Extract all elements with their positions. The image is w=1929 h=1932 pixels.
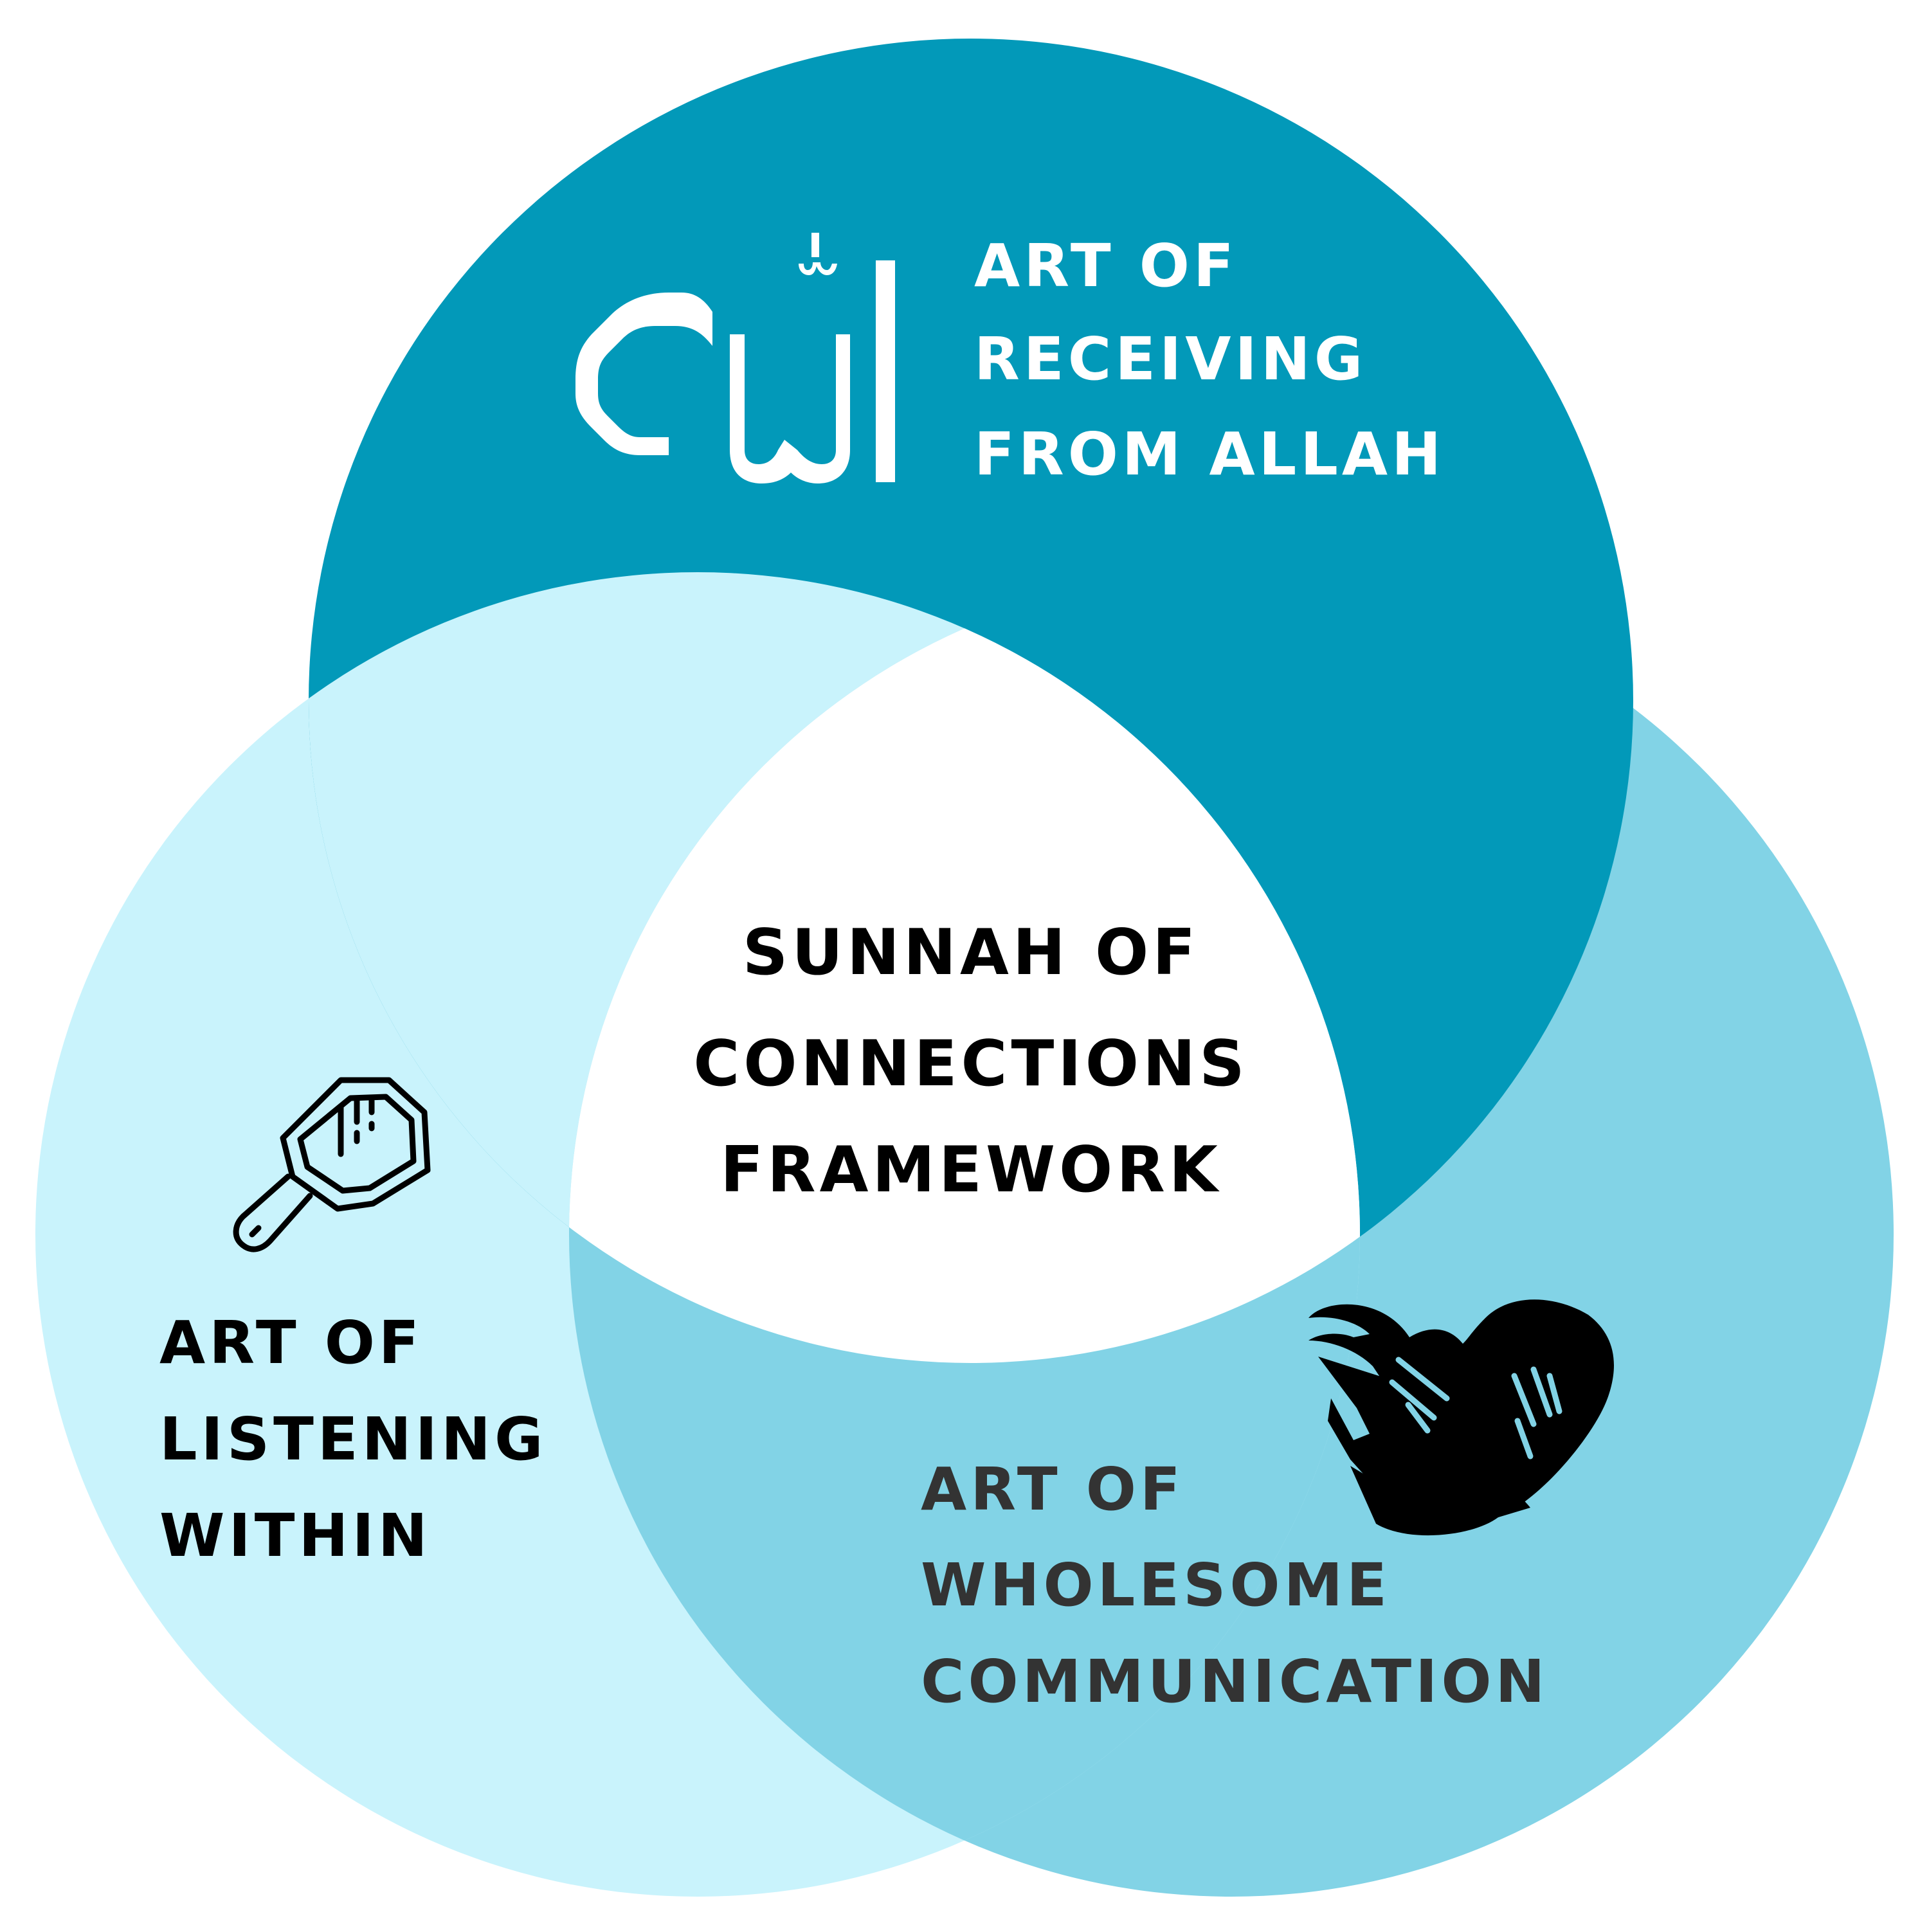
label-listening-within: ART OF LISTENING WITHIN	[159, 1308, 547, 1570]
right-label-line1: ART OF	[921, 1455, 1184, 1524]
center-label-line1: SUNNAH OF	[743, 916, 1199, 989]
hand-mirror-icon	[233, 1077, 431, 1252]
right-label-line2: WHOLESOME	[921, 1551, 1391, 1620]
label-sunnah-of-connections: SUNNAH OF CONNECTIONS FRAMEWORK	[693, 916, 1248, 1207]
top-label-line1: ART OF	[974, 231, 1238, 300]
label-wholesome-communication: ART OF WHOLESOME COMMUNICATION	[921, 1455, 1549, 1716]
label-receiving-from-allah: ART OF RECEIVING FROM ALLAH	[974, 231, 1445, 489]
hands-heart-icon	[1309, 1299, 1614, 1536]
left-label-line2: LISTENING	[159, 1405, 547, 1474]
allah-calligraphy-icon	[575, 233, 895, 483]
top-label-line3: FROM ALLAH	[974, 420, 1445, 489]
left-label-line1: ART OF	[159, 1308, 423, 1377]
center-region	[569, 572, 1360, 1363]
left-label-line3: WITHIN	[159, 1501, 431, 1570]
right-label-line3: COMMUNICATION	[921, 1647, 1549, 1716]
top-label-line2: RECEIVING	[974, 325, 1366, 393]
center-label-line2: CONNECTIONS	[693, 1027, 1248, 1101]
center-label-line3: FRAMEWORK	[720, 1133, 1222, 1207]
